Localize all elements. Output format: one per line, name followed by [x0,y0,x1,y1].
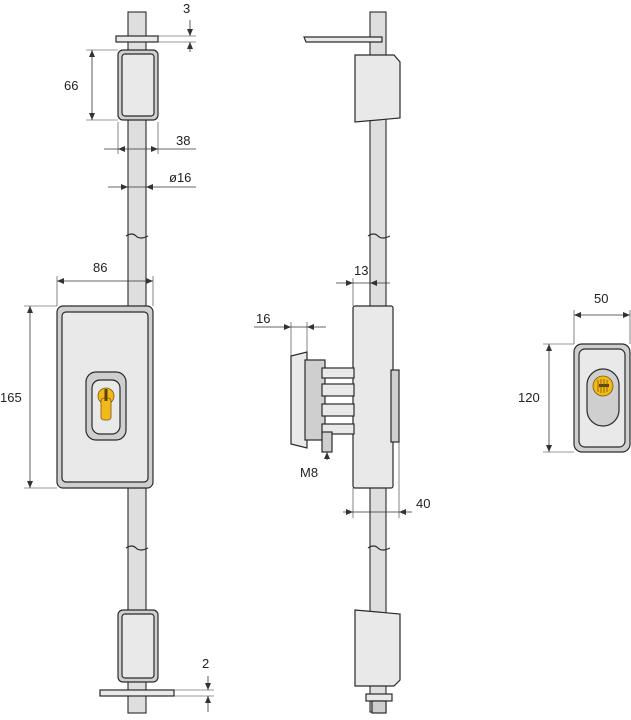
rosette-view [573,343,631,453]
side-bottom-plate [365,693,393,702]
front-view [56,11,175,714]
dim-keeper-width: 38 [176,133,190,148]
dim-housing-offset: 13 [354,263,368,278]
dim-plate-thickness-top: 3 [183,1,190,16]
dim-rosette-width: 50 [594,291,608,306]
side-housing [352,305,394,489]
side-bottom-plate-stem [371,700,387,714]
dim-housing-width: 86 [93,260,107,275]
front-cylinder-slot [104,389,108,401]
front-top-keeper-face [121,53,155,117]
front-bottom-plate [99,689,175,697]
side-knob-bar-3 [321,403,355,417]
side-top-plate [303,36,383,43]
side-view [290,11,401,714]
side-m8-screw [321,431,333,453]
dim-plate-thickness-bottom: 2 [202,656,209,671]
side-knob-bar-2 [321,383,355,397]
dim-knob-projection: 16 [256,311,270,326]
dimension-lines [24,20,631,712]
side-knob-spacer [304,359,326,441]
side-knob-bar-4 [321,423,355,435]
dimension-labels: 3 66 38 ø16 86 165 16 13 M8 40 50 120 2 [0,1,608,671]
front-cylinder-profile [100,397,112,421]
dim-rosette-height: 120 [518,390,540,405]
side-bottom-keeper [354,609,401,687]
side-housing-back [390,369,400,443]
side-top-keeper [354,54,401,123]
side-knob [290,351,308,449]
front-top-plate [115,35,159,43]
dim-housing-height: 165 [0,390,22,405]
dim-keeper-height: 66 [64,78,78,93]
dim-depth: 40 [416,496,430,511]
rosette-cylinder-lines [597,379,608,393]
dim-rod-diameter: ø16 [169,170,191,185]
front-rod-break-upper [125,233,149,239]
side-rod-break-upper [367,233,391,239]
side-knob-bar-1 [321,367,355,379]
front-rod-break-lower [125,545,149,551]
front-bottom-keeper-face [121,613,155,679]
side-rod-break-lower [367,545,391,551]
dim-knob-thread: M8 [300,465,318,480]
